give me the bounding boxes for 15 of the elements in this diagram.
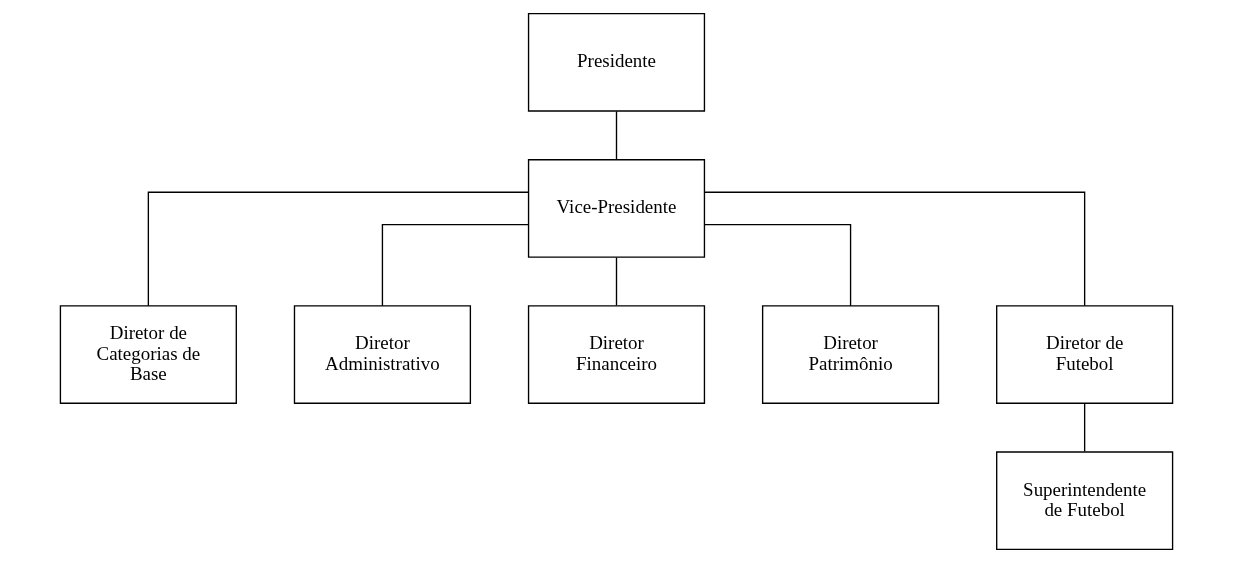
connector (704, 224, 852, 307)
connector (615, 110, 618, 160)
connector (147, 191, 530, 307)
node-box: Presidente (527, 12, 706, 112)
node-box: Superintendente de Futebol (996, 451, 1174, 551)
connector (1083, 402, 1086, 453)
node-box: Diretor Financeiro (527, 305, 706, 404)
node-box: Diretor de Futebol (996, 305, 1174, 404)
connector (703, 191, 1086, 307)
node-box: Diretor de Categorias de Base (59, 305, 237, 404)
node-box: Diretor Patrimônio (761, 305, 940, 404)
connector (615, 256, 618, 307)
node-box: Vice-Presidente (527, 159, 706, 258)
connector (381, 224, 529, 307)
node-box: Diretor Administrativo (293, 305, 472, 404)
